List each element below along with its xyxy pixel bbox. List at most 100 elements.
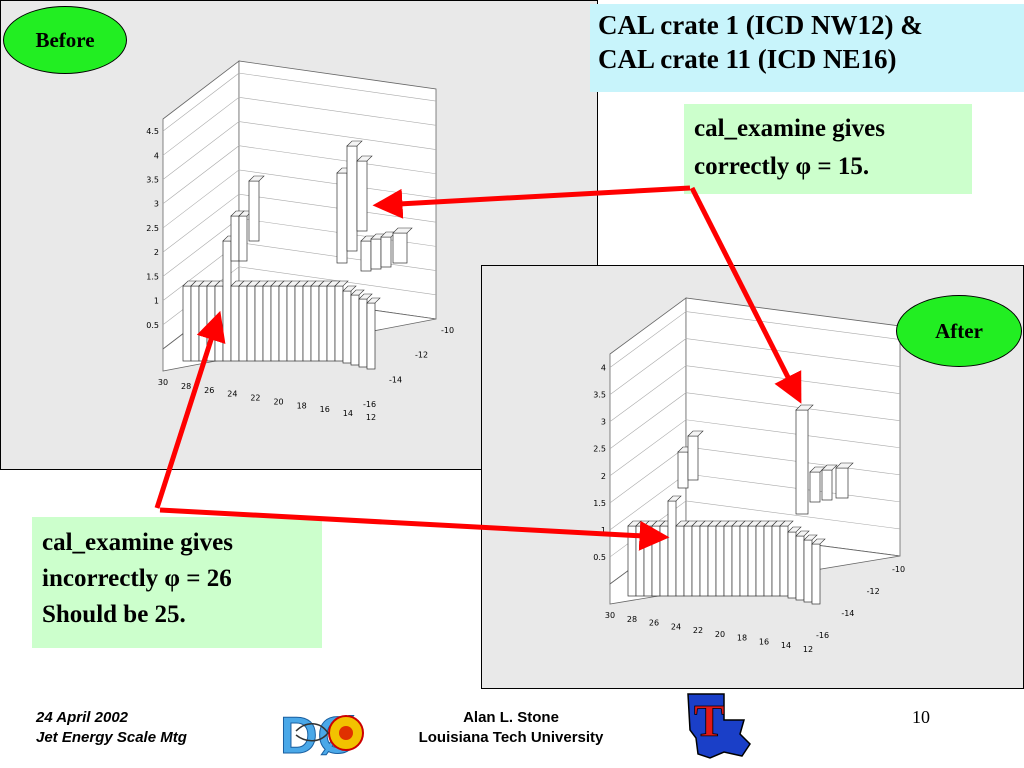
before-label: Before — [3, 6, 127, 74]
grid-line — [162, 145, 437, 204]
x-tick-label: 14 — [343, 409, 353, 418]
histogram-bar-top — [667, 495, 682, 502]
arrow-to-before-peak — [372, 185, 691, 219]
y-tick-label: -14 — [389, 375, 402, 384]
d0-logo: DØ — [276, 703, 380, 766]
z-tick-label: 4 — [601, 364, 606, 373]
histogram-bar-top — [821, 464, 838, 471]
x-tick-label: 24 — [227, 390, 237, 399]
title-line-1: CAL crate 1 (ICD NW12) & — [598, 10, 923, 40]
histogram-bar-top — [342, 285, 357, 292]
histogram-bar-top — [795, 404, 814, 411]
arrow-to-after-bin — [159, 507, 670, 551]
x-tick-label: 12 — [366, 413, 376, 422]
z-tick-label: 0.5 — [593, 553, 606, 562]
footer-institution: Louisiana Tech University — [418, 729, 604, 746]
histogram-bar-top — [366, 297, 381, 304]
grid-line — [162, 169, 437, 229]
histogram-bar-top — [392, 227, 413, 234]
z-tick-label: 3 — [601, 418, 606, 427]
x-tick-label: 30 — [158, 378, 168, 387]
y-tick-label: -16 — [363, 400, 376, 409]
note-correct-line-2: correctly φ = 15. — [694, 153, 870, 180]
x-tick-label: 18 — [297, 401, 307, 410]
note-incorrect-line-2: incorrectly φ = 26 — [42, 565, 232, 592]
y-tick-label: -10 — [892, 565, 905, 574]
page-number: 10 — [912, 707, 930, 727]
arrow-to-before-bin — [154, 310, 226, 509]
grid-line — [609, 392, 901, 449]
z-tick-label: 4.5 — [146, 127, 159, 136]
histogram-bar-top — [334, 280, 349, 287]
y-tick-label: -16 — [816, 631, 829, 640]
grid-line — [162, 97, 437, 156]
footer-author-block: Alan L. Stone Louisiana Tech University — [404, 708, 618, 748]
histogram-bar-top — [350, 289, 365, 296]
note-incorrect-line-3: Should be 25. — [42, 601, 186, 628]
x-tick-label: 30 — [605, 611, 615, 620]
histogram-bar-top — [346, 140, 363, 147]
z-tick-label: 2 — [601, 472, 606, 481]
histogram-bar-top — [795, 530, 810, 537]
x-tick-label: 20 — [715, 630, 725, 639]
histogram-bar-top — [835, 462, 854, 469]
z-tick-label: 2.5 — [593, 445, 606, 454]
z-tick-label: 1.5 — [146, 272, 159, 281]
z-tick-label: 3.5 — [593, 391, 606, 400]
title-line-2: CAL crate 11 (ICD NE16) — [598, 44, 897, 74]
x-tick-label: 22 — [250, 394, 260, 403]
grid-line — [162, 121, 437, 180]
after-label: After — [896, 295, 1022, 367]
grid-line — [609, 419, 901, 477]
x-tick-label: 24 — [671, 622, 681, 631]
z-tick-label: 3 — [154, 200, 159, 209]
histogram-bar-top — [356, 155, 373, 162]
x-tick-label: 16 — [759, 637, 769, 646]
arrow-to-after-peak — [689, 186, 802, 404]
y-tick-label: -14 — [841, 609, 854, 618]
z-tick-label: 4 — [154, 151, 159, 160]
histogram-bar-top — [687, 430, 704, 437]
note-correct: cal_examine gives correctly φ = 15. — [684, 104, 972, 194]
z-tick-label: 2.5 — [146, 224, 159, 233]
z-tick-label: 3.5 — [146, 176, 159, 185]
histogram-bar-top — [811, 538, 826, 545]
x-tick-label: 28 — [627, 615, 637, 624]
z-tick-label: 2 — [154, 248, 159, 257]
z-tick-label: 1.5 — [593, 499, 606, 508]
z-tick-label: 1 — [154, 297, 159, 306]
note-correct-line-1: cal_examine gives — [694, 115, 885, 142]
x-tick-label: 14 — [781, 641, 791, 650]
grid-line — [162, 193, 437, 253]
x-tick-label: 18 — [737, 634, 747, 643]
y-tick-label: -10 — [441, 326, 454, 335]
svg-text:T: T — [694, 695, 725, 746]
x-tick-label: 26 — [204, 386, 214, 395]
z-tick-label: 0.5 — [146, 321, 159, 330]
histogram-bar-top — [803, 534, 818, 541]
footer-date: 24 April 2002 — [36, 709, 128, 726]
note-incorrect-line-1: cal_examine gives — [42, 529, 233, 556]
histogram-bar-top — [787, 526, 802, 533]
grid-line — [609, 338, 901, 395]
footer-meeting: Jet Energy Scale Mtg — [36, 729, 187, 746]
footer-author: Alan L. Stone — [463, 709, 559, 726]
louisiana-tech-logo: T — [684, 690, 754, 762]
grid-line — [609, 311, 901, 368]
histogram-bar-top — [358, 293, 373, 300]
note-incorrect: cal_examine gives incorrectly φ = 26 Sho… — [32, 517, 322, 648]
x-tick-label: 20 — [273, 397, 283, 406]
x-tick-label: 12 — [803, 645, 813, 654]
grid-line — [162, 72, 437, 132]
grid-line — [609, 365, 901, 422]
histogram-bar-top — [779, 520, 794, 527]
y-tick-label: -12 — [415, 351, 428, 360]
z-tick-label: 1 — [601, 526, 606, 535]
x-tick-label: 22 — [693, 626, 703, 635]
y-tick-label: -12 — [867, 587, 880, 596]
